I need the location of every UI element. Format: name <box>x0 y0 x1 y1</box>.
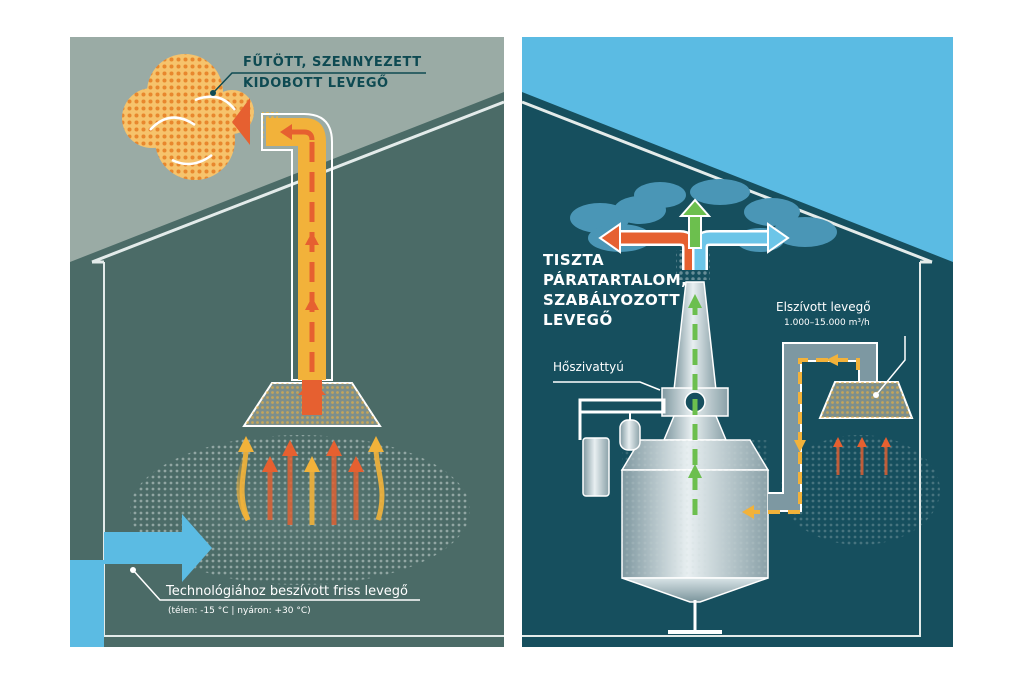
rising-warm-arrows <box>236 436 385 525</box>
fresh-air-inflow-arrow <box>104 514 212 582</box>
extracted-air-callout-line <box>875 336 906 396</box>
exhaust-cloud <box>122 54 254 180</box>
extracted-air-value: 1.000–15.000 m³/h <box>784 318 870 328</box>
left-panel <box>70 37 505 647</box>
exhaust-duct <box>261 113 333 381</box>
extracted-air-label: Elszívott levegő <box>776 300 871 314</box>
heat-pump <box>578 398 666 497</box>
heat-pump-callout-line <box>553 381 661 391</box>
exhaust-callout-line <box>212 72 426 94</box>
heat-pump-label: Hőszivattyú <box>553 360 624 374</box>
exhaust-outlet-cone <box>232 98 250 145</box>
fresh-air-note: (télen: -15 °C | nyáron: +30 °C) <box>168 606 311 616</box>
right-panel <box>521 37 953 647</box>
rising-extracted-arrows <box>833 437 891 475</box>
air-handling-unit <box>620 281 770 634</box>
right-wall-outline <box>522 262 921 637</box>
fresh-air-label: Technológiához beszívott friss levegő <box>166 584 409 599</box>
clean-air-line4: LEVEGŐ <box>543 311 613 329</box>
exhaust-label-line1: FŰTÖTT, SZENNYEZETT <box>243 55 422 70</box>
clean-air-outlet-arrows <box>598 198 790 280</box>
clean-air-line2: PÁRATARTALOM, <box>543 271 688 289</box>
clean-air-line3: SZABÁLYOZOTT <box>543 291 681 309</box>
fresh-air-callout-line <box>132 569 420 601</box>
clean-air-line1: TISZTA <box>543 251 605 269</box>
extraction-duct <box>742 342 878 519</box>
left-wall-blue <box>70 560 104 647</box>
exhaust-label-line2: KIDOBOTT LEVEGŐ <box>243 76 389 91</box>
